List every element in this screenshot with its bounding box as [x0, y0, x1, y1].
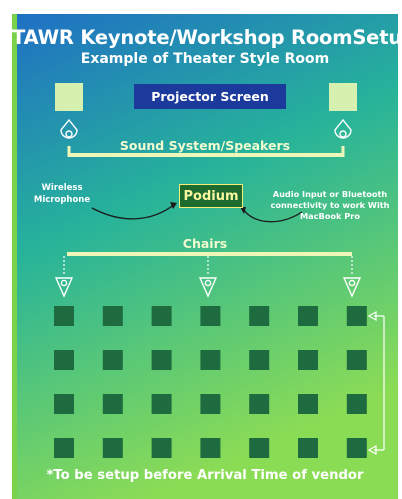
audio-arrow — [243, 209, 303, 223]
left-accent-bar — [12, 14, 17, 499]
chair-r3-c1 — [54, 394, 74, 414]
room-setup-poster: TAWR Keynote/Workshop RoomSetup Example … — [12, 14, 398, 499]
projector-screen: Projector Screen — [134, 84, 286, 109]
chair-r3-c7 — [346, 394, 367, 414]
row-bracket-top-arrow — [367, 310, 377, 322]
chair-marker-left-icon — [54, 277, 74, 298]
left-speaker-icon — [60, 118, 78, 139]
chair-r2-c1 — [54, 350, 74, 370]
chair-r4-c2 — [102, 438, 123, 458]
row-bracket-bottom-arrow — [367, 444, 377, 456]
microphone-arrow — [91, 203, 176, 220]
chair-r2-c5 — [249, 350, 270, 370]
chair-r1-c2 — [102, 306, 123, 326]
chair-r4-c1 — [54, 438, 74, 458]
diagram-subtitle: Example of Theater Style Room — [80, 51, 330, 67]
chair-r4-c5 — [249, 438, 270, 458]
chair-r1-c6 — [298, 306, 318, 326]
chair-r4-c3 — [151, 438, 172, 458]
chair-r1-c5 — [249, 306, 270, 326]
chair-r1-c3 — [151, 306, 172, 326]
chair-r4-c6 — [298, 438, 318, 458]
chair-r3-c4 — [200, 394, 221, 414]
chair-r3-c6 — [298, 394, 318, 414]
chair-marker-center-icon — [198, 277, 218, 298]
podium: Podium — [179, 184, 243, 208]
audio-arrowhead — [240, 207, 246, 214]
chair-r3-c5 — [249, 394, 270, 414]
chair-r1-c1 — [54, 306, 74, 326]
chair-r4-c4 — [200, 438, 221, 458]
footnote: *To be setup before Arrival Time of vend… — [46, 468, 364, 483]
chair-r4-c7 — [346, 438, 367, 458]
chair-r2-c6 — [298, 350, 318, 370]
chair-r2-c7 — [346, 350, 367, 370]
left-speaker-box — [55, 83, 83, 111]
audio-input-label: Audio Input or Bluetooth connectivity to… — [270, 189, 390, 221]
chair-r1-c7 — [346, 306, 367, 326]
diagram-title: TAWR Keynote/Workshop RoomSetup — [12, 26, 398, 49]
sound-system-label: Sound System/Speakers — [119, 138, 291, 153]
chair-r3-c2 — [102, 394, 123, 414]
right-speaker-icon — [334, 118, 352, 139]
chair-r3-c3 — [151, 394, 172, 414]
chair-r2-c4 — [200, 350, 221, 370]
microphone-arrowhead — [170, 202, 177, 209]
chair-r1-c4 — [200, 306, 221, 326]
wireless-microphone-label: Wireless Microphone — [33, 183, 91, 205]
chair-marker-right-icon — [342, 277, 362, 298]
chairs-label: Chairs — [182, 236, 228, 251]
chair-r2-c3 — [151, 350, 172, 370]
chair-r2-c2 — [102, 350, 123, 370]
right-speaker-box — [329, 83, 357, 111]
